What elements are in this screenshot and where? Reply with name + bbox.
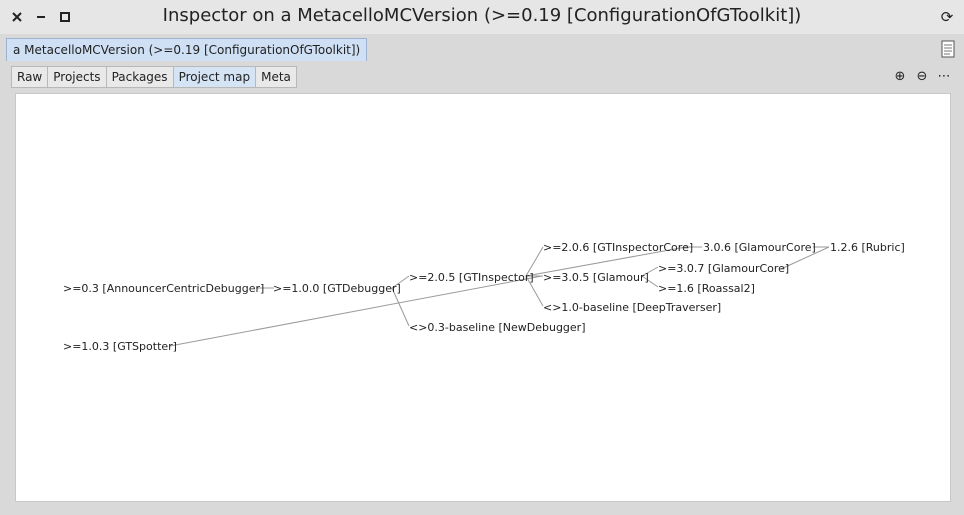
- edge: [525, 246, 544, 277]
- node-roassal2[interactable]: >=1.6 [Roassal2]: [658, 282, 755, 295]
- dependency-edges: [169, 246, 830, 347]
- node-gtdebugger[interactable]: >=1.0.0 [GTDebugger]: [273, 282, 401, 295]
- edge: [391, 287, 410, 327]
- minimize-icon[interactable]: [32, 8, 50, 26]
- node-announcer-centric-debugger[interactable]: >=0.3 [AnnouncerCentricDebugger]: [63, 282, 265, 295]
- edge: [641, 266, 659, 277]
- tab-meta[interactable]: Meta: [255, 66, 297, 88]
- node-newdebugger[interactable]: <>0.3-baseline [NewDebugger]: [409, 321, 586, 334]
- presentation-tabs: Raw Projects Packages Project map Meta: [11, 66, 297, 88]
- tab-projects[interactable]: Projects: [47, 66, 106, 88]
- maximize-icon[interactable]: [56, 8, 74, 26]
- window-titlebar: Inspector on a MetacelloMCVersion (>=0.1…: [0, 0, 964, 34]
- inspector-page-tabs: a MetacelloMCVersion (>=0.19 [Configurat…: [0, 38, 964, 62]
- node-gtinspectorcore[interactable]: >=2.0.6 [GTInspectorCore]: [543, 241, 694, 254]
- document-icon[interactable]: [940, 40, 956, 58]
- tab-packages[interactable]: Packages: [105, 66, 173, 88]
- zoom-out-icon[interactable]: ⊖: [916, 68, 928, 84]
- node-glamourcore-306[interactable]: 3.0.6 [GlamourCore]: [703, 241, 816, 254]
- edge: [641, 275, 659, 288]
- edge: [525, 246, 687, 277]
- node-glamourcore-307[interactable]: >=3.0.7 [GlamourCore]: [658, 262, 790, 275]
- inspector-page-tab[interactable]: a MetacelloMCVersion (>=0.19 [Configurat…: [6, 38, 368, 61]
- edge: [391, 275, 410, 289]
- project-map-canvas: >=0.3 [AnnouncerCentricDebugger] >=1.0.3…: [15, 93, 951, 502]
- node-glamour[interactable]: >=3.0.5 [Glamour]: [543, 271, 649, 284]
- node-deeptraverser[interactable]: <>1.0-baseline [DeepTraverser]: [543, 301, 722, 314]
- zoom-in-icon[interactable]: ⊕: [894, 68, 906, 84]
- edge: [525, 275, 544, 307]
- edge: [780, 246, 830, 270]
- refresh-icon[interactable]: ⟳: [940, 8, 954, 26]
- node-gtspotter[interactable]: >=1.0.3 [GTSpotter]: [63, 340, 177, 353]
- window-title: Inspector on a MetacelloMCVersion (>=0.1…: [162, 5, 802, 26]
- tab-project-map[interactable]: Project map: [172, 66, 256, 88]
- close-icon[interactable]: [8, 8, 26, 26]
- node-rubric[interactable]: 1.2.6 [Rubric]: [830, 241, 905, 254]
- tab-raw[interactable]: Raw: [11, 66, 48, 88]
- node-gtinspector[interactable]: >=2.0.5 [GTInspector]: [409, 271, 534, 284]
- edge: [169, 275, 543, 347]
- map-toolbar: ⊕ ⊖ ⋯: [892, 68, 952, 84]
- more-icon[interactable]: ⋯: [937, 68, 951, 84]
